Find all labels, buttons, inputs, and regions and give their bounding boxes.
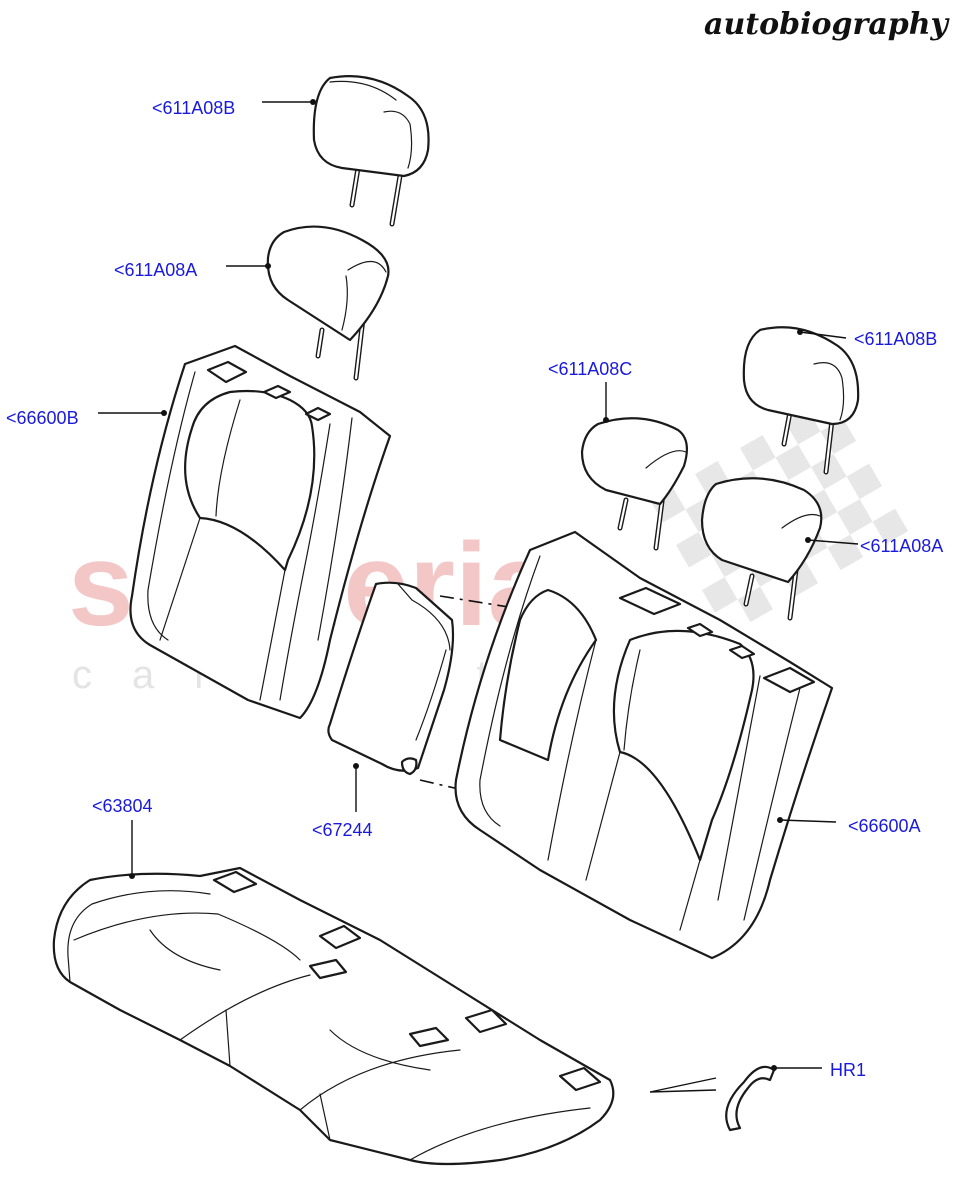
callout-63804[interactable]: <63804 (92, 796, 153, 816)
hook-clip[interactable] (649, 1065, 776, 1132)
headrest-top-right[interactable] (742, 326, 860, 475)
backrest-right[interactable] (454, 530, 834, 960)
trim-label: autobiography (704, 7, 951, 42)
backrest-left[interactable] (129, 344, 392, 720)
armrest[interactable] (327, 581, 455, 776)
callout-66600A[interactable]: <66600A (848, 816, 921, 836)
headrest-top-left[interactable] (312, 75, 430, 227)
seat-cushion[interactable] (52, 866, 615, 1166)
callout-66600B[interactable]: <66600B (6, 408, 79, 428)
callout-611A08B-right[interactable]: <611A08B (854, 329, 937, 349)
callout-67244[interactable]: <67244 (312, 820, 373, 840)
callout-611A08A-left[interactable]: <611A08A (114, 260, 197, 280)
callout-611A08A-right[interactable]: <611A08A (860, 536, 943, 556)
headrest-second-left[interactable] (266, 225, 390, 381)
assembly-line-upper (439, 595, 541, 613)
callout-611A08C[interactable]: <611A08C (548, 359, 632, 379)
callout-611A08B-left[interactable]: <611A08B (152, 98, 235, 118)
headrest-centre[interactable] (580, 417, 689, 551)
callout-leaders (98, 99, 859, 1071)
callout-HR1[interactable]: HR1 (830, 1060, 866, 1080)
headrest-lower-right[interactable] (700, 477, 823, 621)
